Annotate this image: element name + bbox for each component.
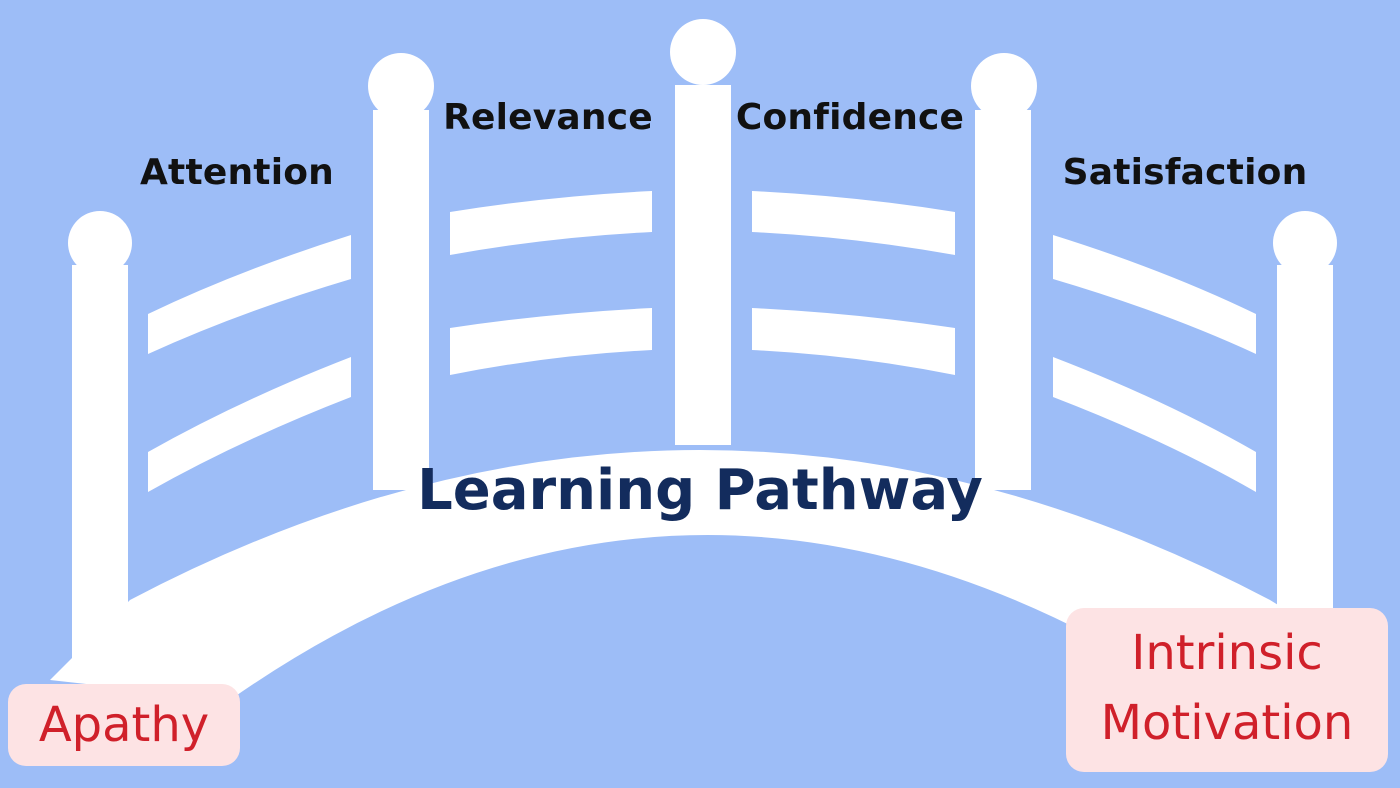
start-state-box: Apathy — [8, 684, 240, 766]
post-cap — [670, 19, 736, 85]
bridge-post — [975, 110, 1031, 490]
bridge-rail — [1053, 235, 1256, 354]
bridge-post — [72, 265, 128, 660]
bridge-deck — [50, 450, 1335, 700]
post-cap — [971, 53, 1037, 119]
stage-label-relevance: Relevance — [443, 97, 653, 138]
bridge-rail — [752, 191, 955, 255]
bridge-rail — [148, 235, 351, 354]
bridge-post — [675, 85, 731, 445]
stage-label-confidence: Confidence — [735, 97, 965, 138]
post-cap — [368, 53, 434, 119]
bridge-rail — [752, 308, 955, 375]
pathway-title: Learning Pathway — [417, 458, 983, 523]
post-cap — [68, 211, 132, 275]
start-state-label: Apathy — [38, 697, 210, 753]
stage-label-satisfaction: Satisfaction — [1062, 152, 1308, 193]
end-state-box: Intrinsic Motivation — [1066, 608, 1388, 772]
bridge-rail — [1053, 357, 1256, 492]
post-cap — [1273, 211, 1337, 275]
bridge-post — [373, 110, 429, 490]
bridge-rail — [148, 357, 351, 492]
bridge-post — [1277, 265, 1333, 645]
end-state-label-line1: Intrinsic — [1131, 625, 1323, 681]
stage-label-attention: Attention — [139, 152, 335, 193]
bridge-rail — [450, 308, 652, 375]
end-state-label-line2: Motivation — [1100, 695, 1354, 751]
bridge-rail — [450, 191, 652, 255]
